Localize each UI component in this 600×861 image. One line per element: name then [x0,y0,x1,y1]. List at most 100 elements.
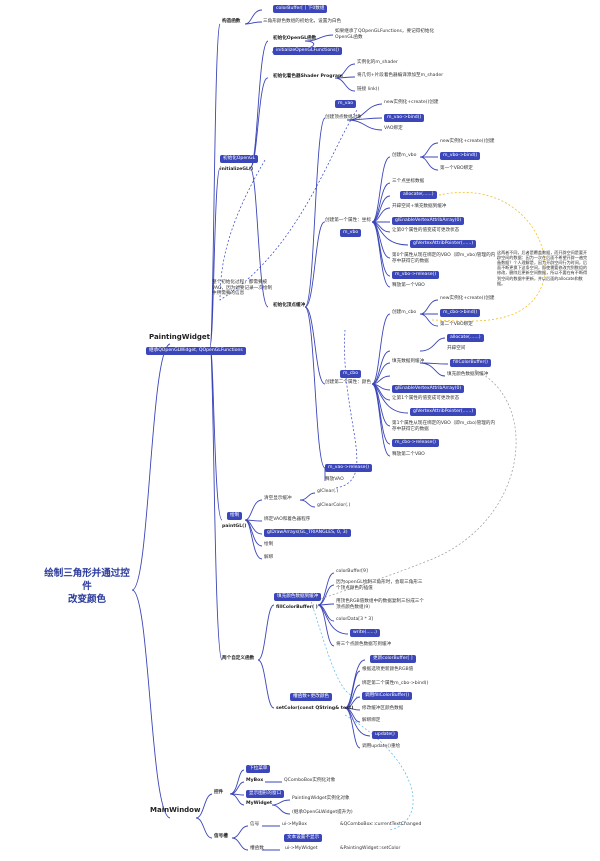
colorbuffer-init-tag: colorBuffer[ ] 下0数组 [273,5,328,13]
mywidget-node: MyWidget [246,801,273,806]
attrib-ptr-2-desc: 第1个属性从现在绑定的VBO（即m_cbo)管理的内存中获得它的数据 [392,421,496,432]
signal-slot-node: 信号槽 [214,834,228,839]
setcolor-tag: 槽函数+更改颜色 [290,693,333,701]
fill-func: fillColorBuffer( ) [276,605,318,610]
mywidget-desc-1: PaintingWidget实例化对象 [292,796,350,801]
vao-new: new实例化+create()创建 [384,100,439,105]
bind-cbo: 绑定第二个属性m_cbo->bind() [362,681,429,686]
update-colorbuffer: 更新colorBuffer[ ] [370,655,416,663]
dropdown-tag: 下拉菜单 [246,765,271,773]
unbind-step: 解绑 [264,555,274,560]
vao-bind: m_vao->bind() [384,114,425,122]
draw-tag: 绘制 [227,512,243,520]
attrib-ptr-1-desc: 第0个属性从现在绑定的VBO（即m_vbo)管理的内存中获得它的数据 [392,253,496,264]
custom-funcs: 两个自定义函数 [222,656,255,661]
call-update: 调用update()重绘 [362,744,401,749]
attrib-ptr-1: glVertexAttribPointer(......) [410,240,477,248]
vbo-release: m_vbo->release() [392,271,440,279]
init-opengl-call: initializeOpenGLFunctions() [273,47,343,55]
update-call: update() [372,731,398,739]
setcolor-func: setColor(const QString& text) [276,706,354,711]
signal-name: &QComboBox::currentTextChanged [340,822,422,827]
shader-step-1: 实例化的m_shader [357,60,398,65]
vao-release: m_vao->release() [325,464,373,472]
signal-sender: ui->MyBox [282,822,307,827]
root-title: 绘制三角形并通过控件 改变颜色 [42,568,132,606]
vao-bound: VAO绑定 [384,126,403,131]
pass-tag: 文本设置不显示 [284,834,323,842]
shader-step-3: 链接 link() [357,87,380,92]
mybox-node: MyBox [246,778,264,783]
cbo-bound: 第二个VBO绑定 [440,322,473,327]
fill-tag: 填充颜色数据到缓冲 [274,593,322,601]
m-cbo-tag: m_cbo [340,370,362,378]
slot-name: &PaintingWidget::setColor [340,846,401,851]
init-opengl-desc: 如果继承了QOpenGLFunctions，要记得初始化OpenGL函数 [335,29,435,40]
fill-desc-2: 用顶色RGB值数组中的数据复制三份成三个顶点颜色数组(9） [336,599,424,610]
fill-desc-1: 因为openGL绘制三角形时，会取三角形三个顶点颜色的插值 [336,580,423,591]
cbo-release: m_cbo->release() [392,439,439,447]
gl-clear-color: glClearColor(.) [317,503,351,508]
paintgl-node: paintGL() [222,524,247,529]
attr1-group: 创建第一个属性：坐标 [325,218,371,223]
m-vao-tag: m_vao [335,100,357,108]
initializegl-node: initializeGL() [220,167,254,172]
unbind-2: 解绑绑定 [362,718,381,723]
main-window-node: MainWindow [150,806,201,814]
slot-label: 槽函数 [250,846,264,851]
tri-color-init: 三角形颜色数组的初始化，设置为白色 [263,19,342,24]
clear-screen: 清空显示缓冲 [264,496,292,501]
cb-3: colorBuffer[9] [336,569,368,574]
vbo-bound: 第一个VBO绑定 [440,166,473,171]
enable-attr-1-desc: 让第0个属性的值变成可更改状态 [392,228,460,233]
allocate-2: allocate(......) [447,334,484,342]
display-tag: 显示图形的窗口 [246,790,285,798]
controls-node: 控件 [214,790,224,795]
create-vbo: 创建m_vbo [392,153,417,158]
shader-step-2: 将几何+片段着色器编译添加至m_shader [357,73,444,78]
modify-buffer: 修改缓冲区颜色数据 [362,706,404,711]
attr2-group: 创建第二个属性：颜色 [325,380,371,385]
draw-arrays: glDrawArrays(GL_TRIANGLES, 0, 3) [264,529,351,537]
enable-attr-2-desc: 让第1个属性的值变成可更改状态 [392,396,460,401]
init-opengl-tag: 初始化OpenGL [220,155,259,163]
fill-colorbuffer: fillColorBuffer() [450,359,491,367]
mywidget-desc-2: (继承OpenGLWidget提升为) [292,810,353,815]
vbo-new: new实例化+create()创建 [440,139,495,144]
vao-release-desc: 释放VAO [325,477,344,482]
allocate-1: allocate(......) [400,191,437,199]
write-call: write(......) [350,629,380,637]
construct-node: 构造函数 [222,19,241,24]
allocate-1-desc: 开辟空间+填充数据到缓冲 [392,204,447,209]
fill-colorbuffer-desc: 填充颜色数据到缓冲 [447,372,489,377]
create-cbo: 创建m_cbo [392,310,417,315]
call-fill: 调用fillColorBuffer() [362,692,413,700]
fill-buffer: 填充数据到缓冲 [392,359,425,364]
create-vao: 创建顶点数组对象 [325,115,362,120]
slot-receiver: ui->MyWidget [285,846,318,851]
enable-attr-1: glEnableVertexAttribArray(0) [392,217,465,225]
vao-note: 整个初始化过程，都需要被VAO，因为他要记录一次绘制中所需要的信息 [212,280,273,297]
gl-clear: glClear(.) [317,489,339,494]
vbo-release-desc: 释放第一个VBO [392,283,425,288]
init-shader: 初始化着色器Shader Program [273,74,343,79]
cbo-release-desc: 释放第二个VBO [392,452,425,457]
vbo-bind: m_vbo->bind() [440,152,481,160]
allocate-2-desc: 开辟空间 [447,346,466,351]
vertex-coords: 三个点坐标数据 [392,179,425,184]
inherit-tag: 继承QOpenGLWidget, QOpenGLFunctions [146,347,246,355]
mybox-desc: QComboBox实例化对象 [284,778,336,783]
write-desc: 将三个点颜色数据写到缓冲 [336,642,392,647]
bind-vao-shader: 绑定VAO和着色器程序 [264,517,311,522]
color-data: colorData[3 * 3] [336,617,373,622]
side-note: 这两者不同，后者是覆盖数据，而开辟空间是要开辟空间的数据：因为一次在后面不希望开… [497,250,588,286]
m-vbo-tag: m_vbo [340,229,362,237]
painting-widget-node: PaintingWidget [149,333,211,341]
root-title-text: 绘制三角形并通过控件 改变颜色 [44,568,130,605]
enable-attr-2: glEnableVertexAttribArray(0) [392,385,465,393]
init-opengl-func: 初始化OpenGL函数 [273,36,317,41]
init-vertex-buf: 初始化顶点缓冲 [273,303,306,308]
cbo-new: new实例化+create()创建 [440,296,495,301]
